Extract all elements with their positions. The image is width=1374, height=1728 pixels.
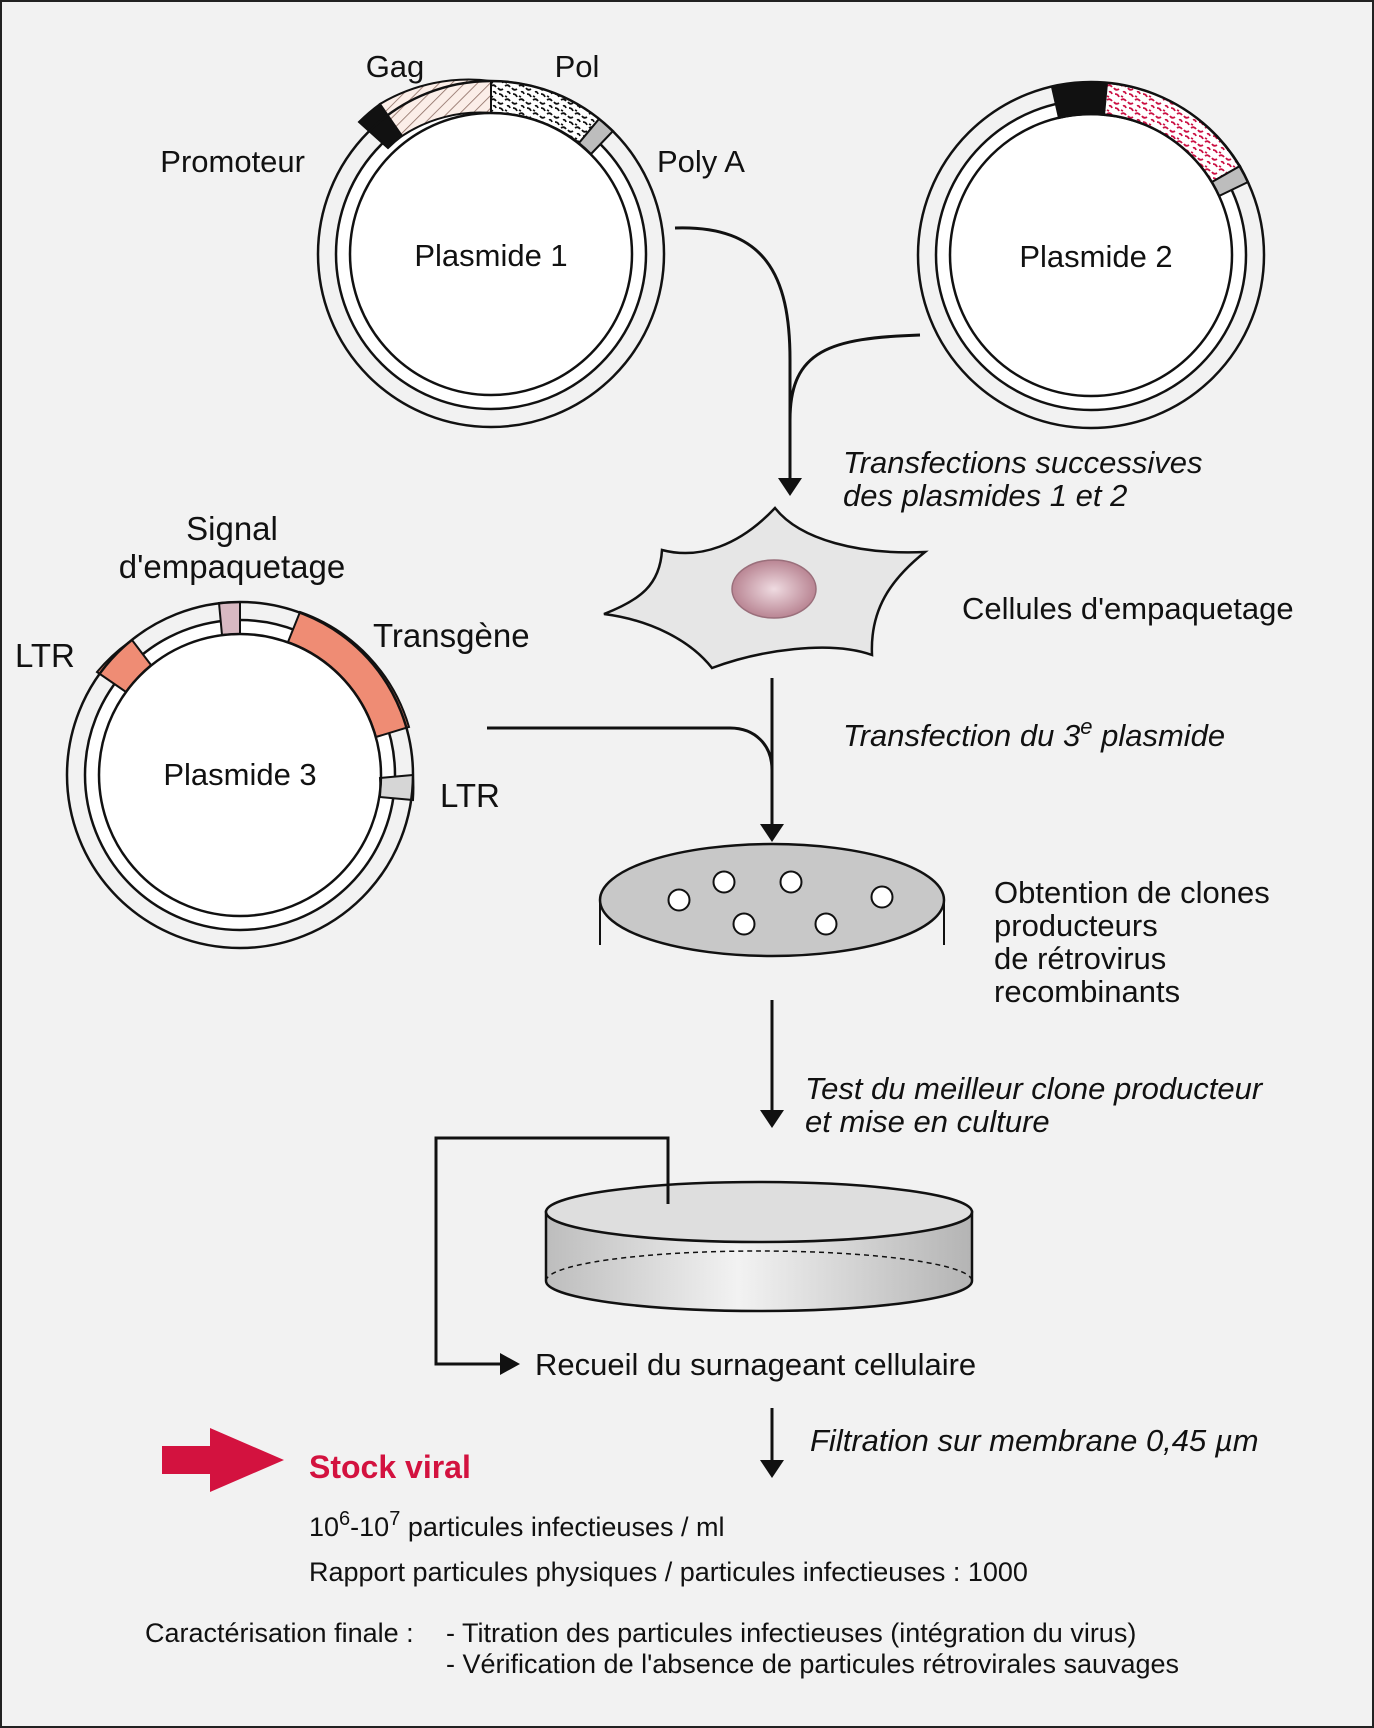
filtration-arrowhead bbox=[760, 1460, 784, 1478]
clones-arrowhead bbox=[760, 824, 784, 842]
plasmid-1: Plasmide 1 Promoteur Gag Pol Poly A bbox=[160, 49, 745, 429]
plasmid-2-label: Plasmide 2 bbox=[1019, 239, 1172, 274]
packaging-signal-segment bbox=[217, 600, 241, 637]
titer-text: 106-107 particules infectieuses / ml bbox=[309, 1508, 724, 1542]
clones-text-1: Obtention de clones bbox=[994, 875, 1270, 910]
clone-colony bbox=[779, 870, 803, 894]
transgene-label: Transgène bbox=[373, 617, 530, 654]
plasmid-1-arrow bbox=[674, 226, 792, 490]
final-item-2: - Vérification de l'absence de particule… bbox=[446, 1649, 1179, 1679]
clones-text-2: producteurs bbox=[994, 908, 1158, 943]
culture-dish bbox=[544, 1180, 974, 1313]
clone-colony bbox=[667, 888, 691, 912]
test-text-1: Test du meilleur clone producteur bbox=[805, 1071, 1264, 1106]
packaging-cells-label: Cellules d'empaquetage bbox=[962, 591, 1294, 626]
clones-text-3: de rétrovirus bbox=[994, 941, 1166, 976]
signal-label-1: Signal bbox=[186, 510, 278, 547]
culture-arrowhead bbox=[760, 1110, 784, 1128]
cell-nucleus bbox=[731, 559, 817, 619]
transfections-text-1: Transfections successives bbox=[843, 445, 1203, 480]
transfections-text-2: des plasmides 1 et 2 bbox=[843, 478, 1127, 513]
plasmid-2-black-segment bbox=[1050, 81, 1109, 120]
test-text-2: et mise en culture bbox=[805, 1104, 1050, 1139]
stock-viral-title: Stock viral bbox=[309, 1449, 471, 1485]
clones-text-4: recombinants bbox=[994, 974, 1180, 1009]
plasmid-1-label: Plasmide 1 bbox=[414, 238, 567, 273]
plasmid-3-label: Plasmide 3 bbox=[163, 757, 316, 792]
clone-colony bbox=[732, 912, 756, 936]
plasmid-2-arrow bbox=[788, 333, 921, 421]
supernatant-label: Recueil du surnageant cellulaire bbox=[535, 1347, 976, 1382]
gag-label: Gag bbox=[366, 49, 425, 84]
ratio-text: Rapport particules physiques / particule… bbox=[309, 1557, 1028, 1587]
clones-dish bbox=[598, 842, 946, 958]
transfection-arrowhead bbox=[778, 478, 802, 496]
ltr-right-segment bbox=[378, 773, 415, 802]
ltr-right-label: LTR bbox=[440, 777, 500, 814]
supernatant-loop bbox=[434, 1136, 670, 1366]
plasmid-2: Plasmide 2 bbox=[916, 80, 1266, 430]
clone-colony bbox=[712, 870, 736, 894]
clone-colony bbox=[814, 912, 838, 936]
clone-colony bbox=[870, 885, 894, 909]
packaging-cell bbox=[603, 506, 929, 670]
final-item-1: - Titration des particules infectieuses … bbox=[446, 1618, 1136, 1648]
polya-label: Poly A bbox=[657, 144, 745, 179]
stock-arrow-icon bbox=[162, 1428, 284, 1492]
plasmid-3-arrow bbox=[487, 726, 774, 771]
supernatant-arrowhead bbox=[500, 1353, 520, 1375]
ltr-left-label: LTR bbox=[15, 637, 75, 674]
plasmid-3: Plasmide 3 Signal d'empaquetage Transgèn… bbox=[15, 510, 530, 950]
promoter-label: Promoteur bbox=[160, 144, 305, 179]
final-characterization-label: Caractérisation finale : bbox=[145, 1618, 414, 1648]
filtration-text: Filtration sur membrane 0,45 µm bbox=[810, 1423, 1259, 1458]
transfection-3-text: Transfection du 3e plasmide bbox=[843, 714, 1225, 753]
pol-label: Pol bbox=[555, 49, 600, 84]
signal-label-2: d'empaquetage bbox=[119, 548, 346, 585]
